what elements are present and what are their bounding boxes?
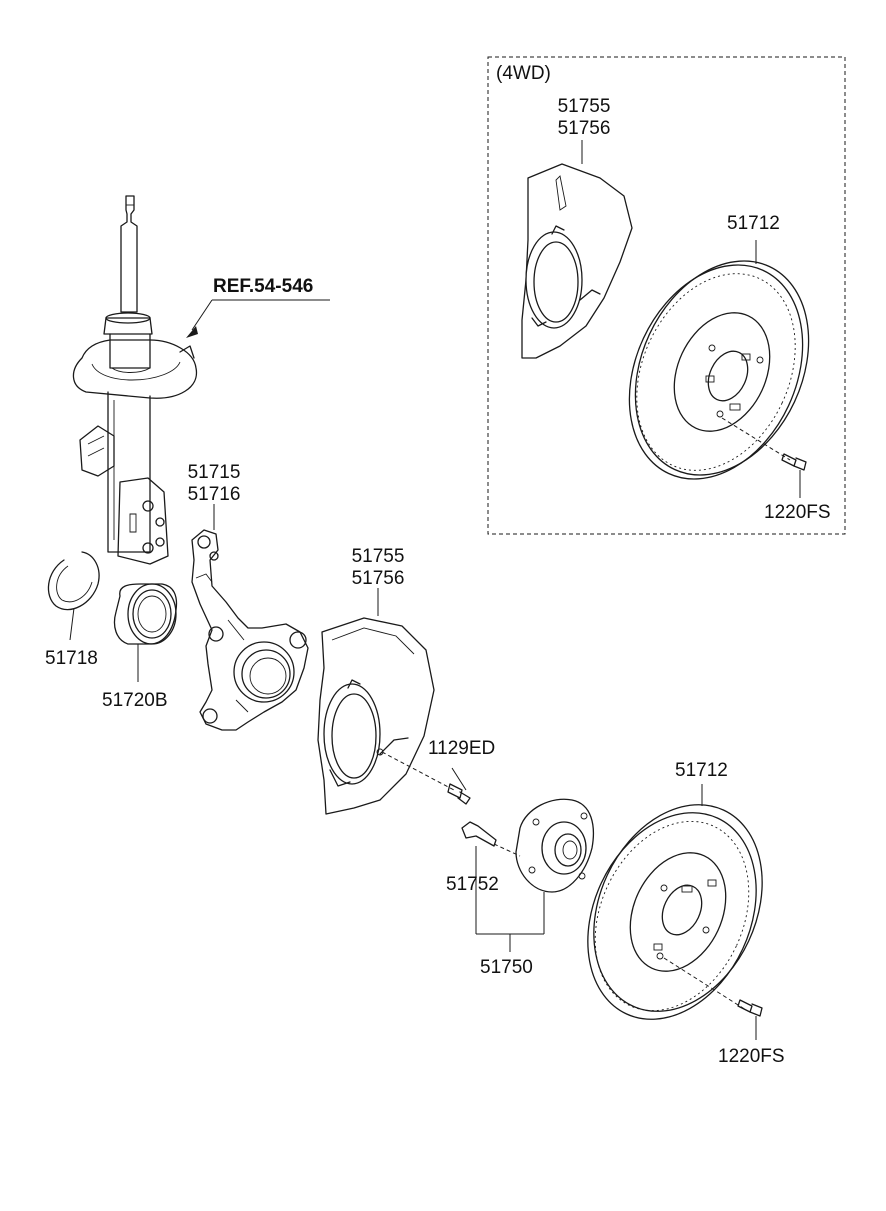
part-label-51755-mid[interactable]: 51755 51756: [346, 546, 410, 590]
part-label-51750[interactable]: 51750: [480, 957, 533, 978]
bolt-bottom-1220fs: [737, 999, 763, 1040]
part-label-51752[interactable]: 51752: [446, 874, 499, 895]
strut-assembly: [72, 195, 198, 565]
snap-ring-51718: [47, 551, 100, 641]
part-label-51755-top[interactable]: 51755 51756: [552, 96, 616, 140]
ref-leader: [186, 299, 330, 338]
part-label-51715[interactable]: 51715 51716: [182, 462, 246, 506]
brake-disc-bottom: [587, 784, 763, 1020]
screw-1129ed: [381, 751, 471, 805]
bearing-51720b: [113, 583, 178, 682]
part-label-1220fs-top[interactable]: 1220FS: [764, 502, 831, 523]
part-number: 51715: [187, 462, 241, 483]
brake-disc-4wd: [628, 240, 810, 480]
dust-shield-4wd: [521, 140, 633, 359]
knuckle-51715: [191, 504, 309, 731]
ref-label[interactable]: REF.54-546: [213, 276, 314, 297]
bolt-4wd-1220fs: [781, 453, 807, 498]
part-label-1129ed[interactable]: 1129ED: [428, 738, 496, 759]
part-label-51712-top[interactable]: 51712: [727, 213, 780, 234]
part-label-51712-bottom[interactable]: 51712: [675, 760, 728, 781]
part-number: 51755: [351, 546, 405, 567]
4wd-group-box: [487, 56, 846, 535]
dust-shield-mid: [317, 588, 435, 815]
part-number: 51756: [557, 118, 611, 139]
4wd-label: (4WD): [496, 63, 551, 84]
part-number: 51716: [187, 484, 241, 505]
part-label-51720b[interactable]: 51720B: [102, 690, 168, 711]
part-number: 51755: [557, 96, 611, 117]
part-label-1220fs-bottom[interactable]: 1220FS: [718, 1046, 785, 1067]
part-number: 51756: [351, 568, 405, 589]
part-label-51718[interactable]: 51718: [45, 648, 98, 669]
hub-51750: [461, 798, 595, 952]
